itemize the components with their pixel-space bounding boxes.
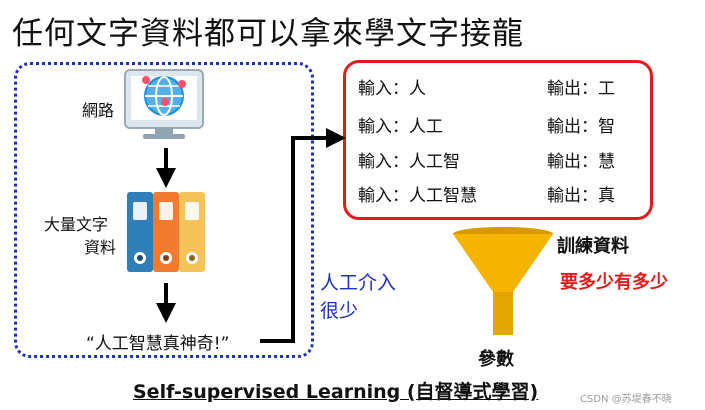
pair-output: 輸出：真 (547, 186, 615, 206)
human-intervention-line2: 很少 (320, 300, 359, 322)
pair-output: 輸出：工 (547, 79, 615, 99)
unlimited-label: 要多少有多少 (560, 272, 668, 293)
pair-input: 輸入：人 (358, 79, 426, 99)
web-label: 網路 (82, 101, 115, 120)
pair-input: 輸入：人工 (358, 117, 443, 137)
data-label-line2: 資料 (84, 238, 117, 257)
watermark: CSDN @苏堤春不晓 (580, 394, 672, 405)
binders-icon (127, 192, 205, 272)
parameter-label: 參數 (478, 349, 514, 370)
funnel-icon (453, 227, 553, 335)
human-intervention-line1: 人工介入 (320, 272, 397, 294)
training-data-label: 訓練資料 (557, 236, 629, 257)
page-title: 任何文字資料都可以拿來學文字接龍 (12, 16, 524, 52)
arrow-to-training-data (260, 128, 346, 343)
data-label-line1: 大量文字 (44, 215, 109, 234)
pair-input: 輸入：人工智 (358, 152, 460, 172)
quote-text: “人工智慧真神奇!” (86, 334, 230, 354)
pair-output: 輸出：慧 (547, 152, 615, 172)
data-source-box (14, 62, 314, 358)
pair-output: 輸出：智 (547, 117, 615, 137)
footer-caption: Self-supervised Learning (自督導式學習) (133, 381, 539, 403)
pair-input: 輸入：人工智慧 (358, 186, 477, 206)
monitor-globe-icon (124, 69, 204, 139)
